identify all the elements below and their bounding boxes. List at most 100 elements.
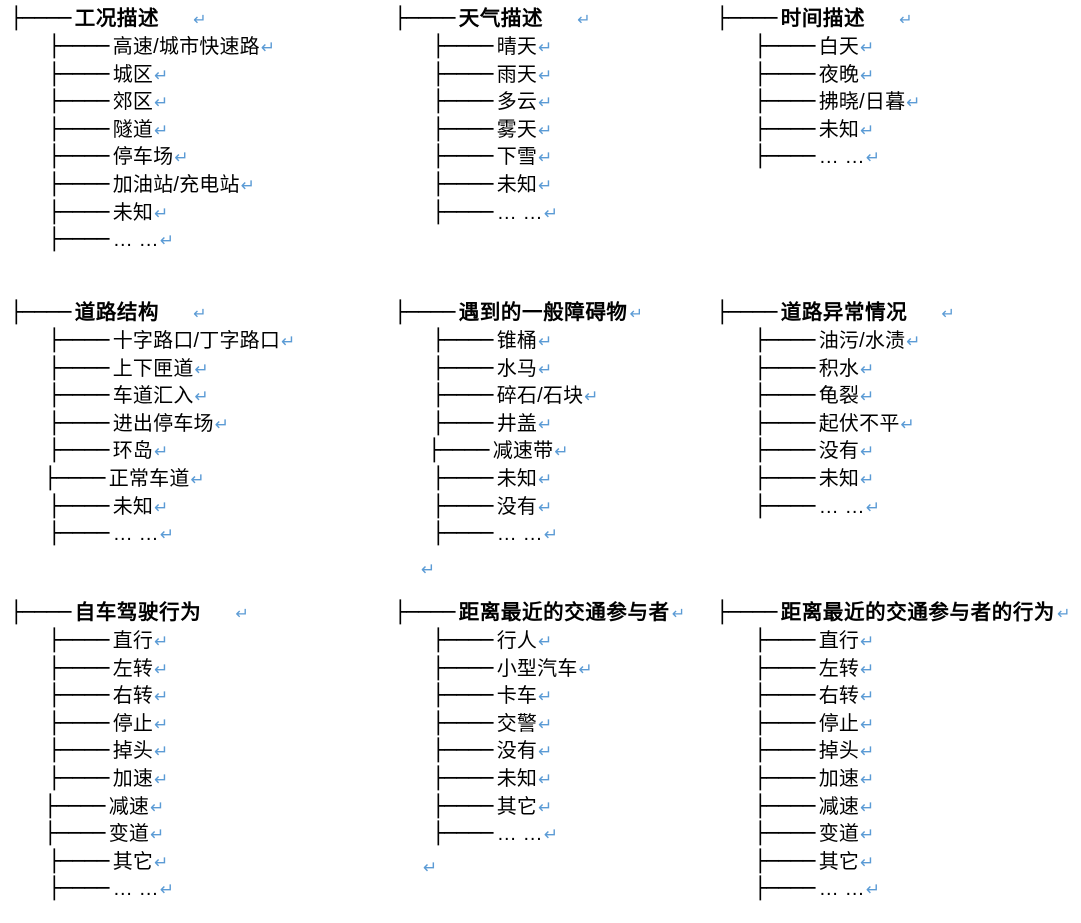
tree-item-row: ├────右转↵ <box>10 682 249 710</box>
paragraph-mark-icon: ↵ <box>584 387 599 408</box>
paragraph-mark-icon: ↵ <box>860 469 875 490</box>
tree-item-row: ├────龟裂↵ <box>716 382 955 410</box>
tree-branch-icon: ├──── <box>394 6 455 30</box>
tree-item-row: ├────环岛↵ <box>10 437 295 465</box>
tree-item-label: 未知 <box>112 495 154 518</box>
paragraph-mark-icon: ↵ <box>421 560 436 580</box>
tree-branch-icon: ├──── <box>432 738 493 763</box>
taxonomy-block-condition-description: ├────工况描述↵├────高速/城市快速路↵├────城区↵├────郊区↵… <box>10 4 275 254</box>
tree-branch-icon: ├──── <box>48 438 109 463</box>
tree-item-row: ├────上下匣道↵ <box>10 355 295 383</box>
tree-branch-icon: ├──── <box>48 328 109 352</box>
tree-item-label: 积水 <box>818 357 860 380</box>
paragraph-mark-icon: ↵ <box>154 852 169 873</box>
tree-item-row: ├────晴天↵ <box>394 33 591 61</box>
tree-item-label: 交警 <box>496 712 538 735</box>
paragraph-mark-icon: ↵ <box>538 359 553 380</box>
tree-item-label: 白天 <box>818 36 860 58</box>
tree-item-row: ├────没有↵ <box>394 737 685 765</box>
paragraph-mark-icon: ↵ <box>865 497 881 518</box>
tree-branch-icon: ├──── <box>754 710 815 735</box>
tree-branch-icon: ├──── <box>432 628 493 652</box>
paragraph-mark-icon: ↵ <box>190 469 205 490</box>
paragraph-mark-icon: ↵ <box>538 769 553 790</box>
tree-item-row: ├────起伏不平↵ <box>716 410 955 438</box>
tree-item-label: … … <box>818 146 865 169</box>
taxonomy-block-road-structure: ├────道路结构↵├────十字路口/丁字路口↵├────上下匣道↵├────… <box>10 298 295 548</box>
taxonomy-block-time-description: ├────时间描述↵├────白天↵├────夜晚↵├────拂晓/日暮↵├──… <box>716 4 921 171</box>
tree-item-row: ├────夜晚↵ <box>716 61 921 89</box>
tree-branch-icon: ├──── <box>44 793 105 818</box>
paragraph-mark-icon: ↵ <box>538 120 553 141</box>
paragraph-mark-icon: ↵ <box>154 687 169 708</box>
taxonomy-block-nearest-traffic-participant: ├────距离最近的交通参与者↵├────行人↵├────小型汽车↵├────卡… <box>394 598 685 848</box>
tree-item-row: ├────未知↵ <box>716 116 921 144</box>
tree-branch-icon: ├──── <box>716 600 777 624</box>
tree-header-row: ├────时间描述↵ <box>716 4 921 33</box>
paragraph-mark-icon: ↵ <box>1057 604 1071 623</box>
paragraph-mark-icon: ↵ <box>865 880 881 901</box>
paragraph-mark-icon: ↵ <box>860 120 875 141</box>
tree-item-row: ├────加油站/充电站↵ <box>10 171 275 199</box>
tree-item-label: … … <box>112 229 159 252</box>
tree-item-label: … … <box>818 878 865 901</box>
tree-item-row: ├────其它↵ <box>716 848 1070 876</box>
paragraph-mark-icon: ↵ <box>154 659 169 680</box>
paragraph-mark-icon: ↵ <box>554 442 569 463</box>
tree-item-row: ├────掉头↵ <box>716 737 1070 765</box>
tree-branch-icon: ├──── <box>754 438 815 463</box>
tree-branch-icon: ├──── <box>754 628 815 652</box>
tree-header-label: 遇到的一般障碍物 <box>458 301 628 324</box>
tree-item-label: 十字路口/丁字路口 <box>112 330 281 352</box>
tree-branch-icon: ├──── <box>432 793 493 818</box>
tree-branch-icon: ├──── <box>432 765 493 790</box>
tree-header-row: ├────距离最近的交通参与者↵ <box>394 598 685 627</box>
paragraph-mark-icon: ↵ <box>538 175 553 196</box>
tree-item-label: 雾天 <box>496 118 538 141</box>
tree-item-row: ├────… …↵ <box>394 520 643 548</box>
tree-branch-icon: ├──── <box>432 171 493 196</box>
tree-item-label: 拂晓/日暮 <box>818 91 906 114</box>
tree-header-row: ├────道路异常情况↵ <box>716 298 955 327</box>
tree-branch-icon: ├──── <box>432 199 493 224</box>
tree-branch-icon: ├──── <box>48 710 109 735</box>
tree-item-label: 郊区 <box>112 91 154 114</box>
tree-item-row: ├────未知↵ <box>394 171 591 199</box>
paragraph-mark-icon: ↵ <box>154 203 169 224</box>
tree-branch-icon: ├──── <box>432 328 493 352</box>
tree-item-label: … … <box>496 823 543 846</box>
paragraph-mark-icon: ↵ <box>154 497 169 518</box>
tree-branch-icon: ├──── <box>44 465 105 490</box>
paragraph-mark-icon: ↵ <box>860 714 875 735</box>
tree-item-row: ├────右转↵ <box>716 682 1070 710</box>
paragraph-mark-icon: ↵ <box>538 414 553 435</box>
paragraph-mark-icon: ↵ <box>538 742 553 763</box>
tree-item-label: 加油站/充电站 <box>112 173 240 196</box>
tree-item-label: 没有 <box>496 740 538 763</box>
tree-branch-icon: ├──── <box>10 6 71 30</box>
tree-item-row: ├────车道汇入↵ <box>10 382 295 410</box>
paragraph-mark-icon: ↵ <box>578 659 593 680</box>
paragraph-mark-icon: ↵ <box>154 742 169 763</box>
paragraph-mark-icon: ↵ <box>154 442 169 463</box>
tree-branch-icon: ├──── <box>48 493 109 518</box>
tree-branch-icon: ├──── <box>48 227 109 252</box>
tree-item-label: … … <box>496 523 543 546</box>
tree-branch-icon: ├──── <box>48 410 109 435</box>
paragraph-mark-icon: ↵ <box>538 332 553 352</box>
tree-item-label: 环岛 <box>112 440 154 463</box>
paragraph-mark-icon: ↵ <box>154 93 169 114</box>
paragraph-mark-icon: ↵ <box>154 714 169 735</box>
tree-item-label: 行人 <box>496 630 538 652</box>
tree-item-label: … … <box>112 878 159 901</box>
tree-item-row: ├────其它↵ <box>10 848 249 876</box>
tree-branch-icon: ├──── <box>754 765 815 790</box>
tree-item-row: ├────… …↵ <box>716 493 955 521</box>
tree-branch-icon: ├──── <box>48 765 109 790</box>
tree-item-label: 城区 <box>112 63 154 86</box>
tree-branch-icon: ├──── <box>754 848 815 873</box>
tree-item-label: 左转 <box>818 657 860 680</box>
tree-item-label: 没有 <box>818 440 860 463</box>
tree-branch-icon: ├──── <box>754 683 815 708</box>
tree-item-row: ├────停止↵ <box>10 710 249 738</box>
